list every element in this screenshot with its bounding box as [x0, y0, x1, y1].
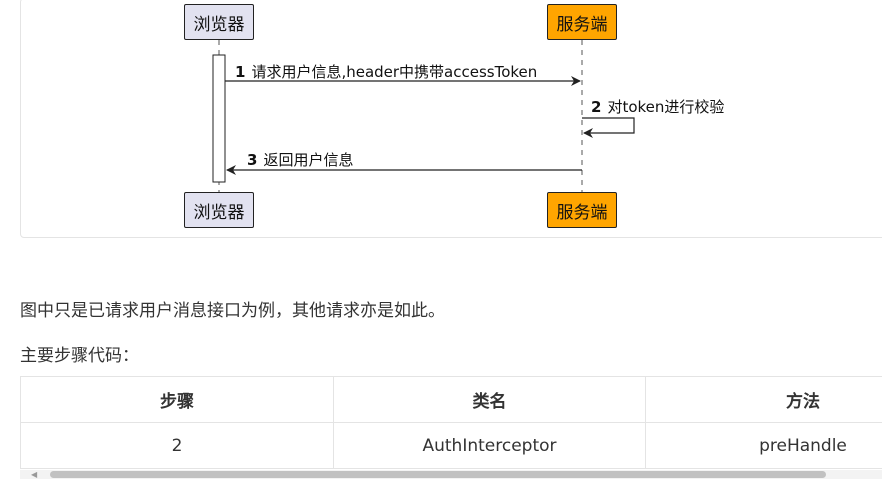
table-cell-step: 2 [20, 422, 334, 469]
steps-table: 步骤 类名 方法 2 AuthInterceptor preHandle [20, 376, 882, 469]
participant-browser-top: 浏览器 [184, 4, 254, 40]
participant-server-bottom: 服务端 [547, 192, 617, 228]
message-number: 2 [591, 98, 602, 116]
participant-browser-label: 浏览器 [193, 14, 245, 35]
table-cell-class: AuthInterceptor [333, 422, 646, 469]
message-arrow-2-self [582, 117, 635, 138]
message-number: 3 [247, 151, 258, 169]
browser-activation-bar [212, 54, 226, 183]
participant-browser-label: 浏览器 [193, 202, 245, 223]
message-label-3: 3 返回用户信息 [247, 149, 353, 170]
sequence-diagram-container [20, 0, 882, 238]
note-paragraph: 图中只是已请求用户消息接口为例，其他请求亦是如此。 [20, 301, 445, 321]
participant-server-top: 服务端 [547, 4, 617, 40]
table-header-method: 方法 [645, 376, 882, 423]
table-header-row: 步骤 类名 方法 [20, 376, 882, 423]
table-header-class: 类名 [333, 376, 646, 423]
participant-server-label: 服务端 [556, 14, 608, 35]
table-cell-method: preHandle [645, 422, 882, 469]
message-label-2: 2 对token进行校验 [591, 96, 724, 117]
message-text: 请求用户信息,header中携带accessToken [251, 63, 538, 81]
code-heading-paragraph: 主要步骤代码： [20, 346, 139, 366]
scroll-left-icon[interactable]: ◀ [31, 470, 38, 479]
participant-browser-bottom: 浏览器 [184, 192, 254, 228]
table-header-step: 步骤 [20, 376, 334, 423]
message-text: 对token进行校验 [607, 98, 725, 116]
scrollbar-thumb[interactable] [50, 471, 826, 478]
horizontal-scrollbar[interactable]: ◀ [20, 470, 882, 479]
participant-server-label: 服务端 [556, 202, 608, 223]
message-number: 1 [235, 63, 246, 81]
message-text: 返回用户信息 [263, 151, 354, 169]
message-label-1: 1 请求用户信息,header中携带accessToken [235, 61, 537, 82]
sequence-diagram [212, 40, 635, 192]
table-row: 2 AuthInterceptor preHandle [20, 422, 882, 469]
